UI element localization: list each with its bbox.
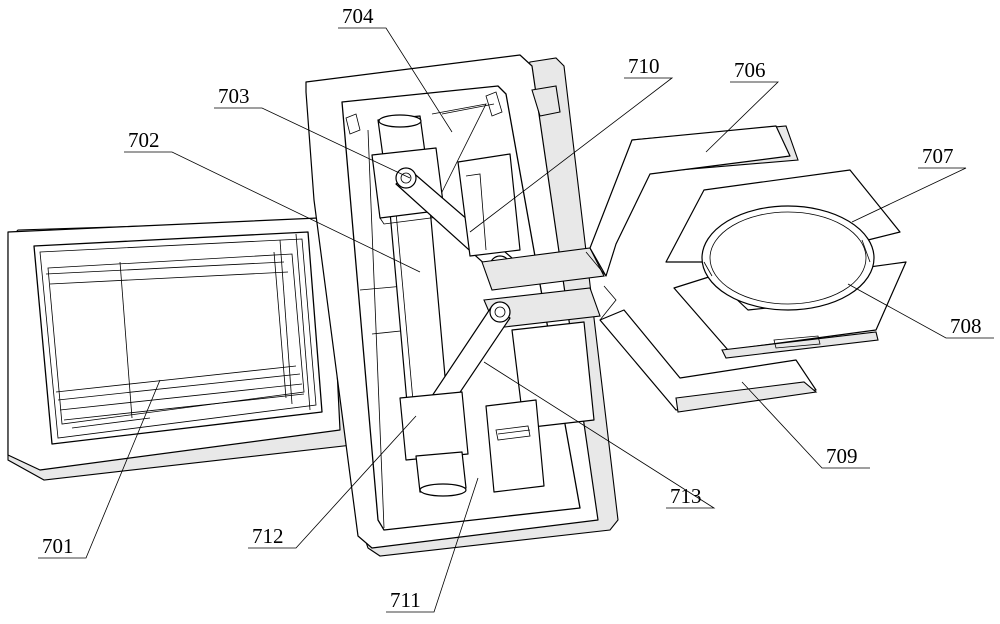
lower-cylinder (415, 399, 545, 497)
left-housing (7, 217, 353, 481)
part-labels: 701 702 703 704 710 706 707 708 709 713 … (42, 4, 982, 612)
label-701: 701 (42, 534, 74, 558)
label-707: 707 (922, 144, 954, 168)
label-706: 706 (734, 58, 766, 82)
label-703: 703 (218, 84, 250, 108)
clamp-ring (665, 169, 907, 359)
upper-guide-block (457, 153, 605, 291)
label-704: 704 (342, 4, 374, 28)
label-709: 709 (826, 444, 858, 468)
lower-slider (399, 391, 469, 461)
leader-lines (38, 27, 994, 613)
lower-guide-block (483, 287, 601, 429)
label-711: 711 (390, 588, 421, 612)
label-710: 710 (628, 54, 660, 78)
v-jaw (585, 125, 818, 413)
label-713: 713 (670, 484, 702, 508)
label-712: 712 (252, 524, 284, 548)
label-708: 708 (950, 314, 982, 338)
label-702: 702 (128, 128, 160, 152)
